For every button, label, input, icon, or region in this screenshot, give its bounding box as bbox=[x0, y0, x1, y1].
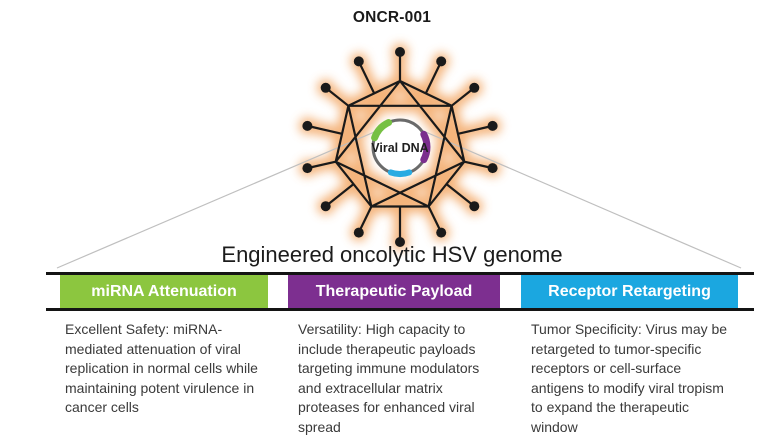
description-mirna-attenuation: Excellent Safety: miRNA- mediated attenu… bbox=[65, 321, 258, 415]
virus-glow bbox=[302, 47, 497, 247]
viral-dna-plasmid: Viral DNA bbox=[371, 118, 431, 177]
segment-therapeutic-payload: Therapeutic Payload bbox=[288, 275, 500, 308]
viral-dna-label: Viral DNA bbox=[371, 141, 428, 155]
genome-bar-right-cap bbox=[738, 275, 754, 308]
segment-receptor-retargeting: Receptor Retargeting bbox=[521, 275, 738, 308]
segment-mirna-attenuation: miRNA Attenuation bbox=[60, 275, 268, 308]
virus-capsid bbox=[302, 47, 498, 247]
segment-gap bbox=[268, 275, 288, 308]
plasmid-green-insert bbox=[371, 119, 393, 142]
genome-bar-left-cap bbox=[46, 275, 60, 308]
genome-bar: miRNA Attenuation Therapeutic Payload Re… bbox=[46, 272, 754, 311]
genome-heading: Engineered oncolytic HSV genome bbox=[221, 242, 563, 267]
segment-mirna-attenuation-label: miRNA Attenuation bbox=[91, 282, 237, 300]
segment-gap bbox=[500, 275, 521, 308]
page-title: ONCR-001 bbox=[352, 9, 432, 26]
description-receptor-retargeting: Tumor Specificity: Virus may be retarget… bbox=[531, 321, 728, 435]
plasmid-cyan-insert bbox=[387, 169, 413, 177]
plasmid-purple-insert bbox=[420, 130, 431, 164]
segment-therapeutic-payload-label: Therapeutic Payload bbox=[315, 282, 473, 300]
description-therapeutic-payload: Versatility: High capacity to include th… bbox=[298, 321, 480, 435]
segment-receptor-retargeting-label: Receptor Retargeting bbox=[548, 282, 711, 300]
virus-illustration: Viral DNA bbox=[56, 28, 742, 269]
plasmid-ring bbox=[371, 118, 429, 176]
